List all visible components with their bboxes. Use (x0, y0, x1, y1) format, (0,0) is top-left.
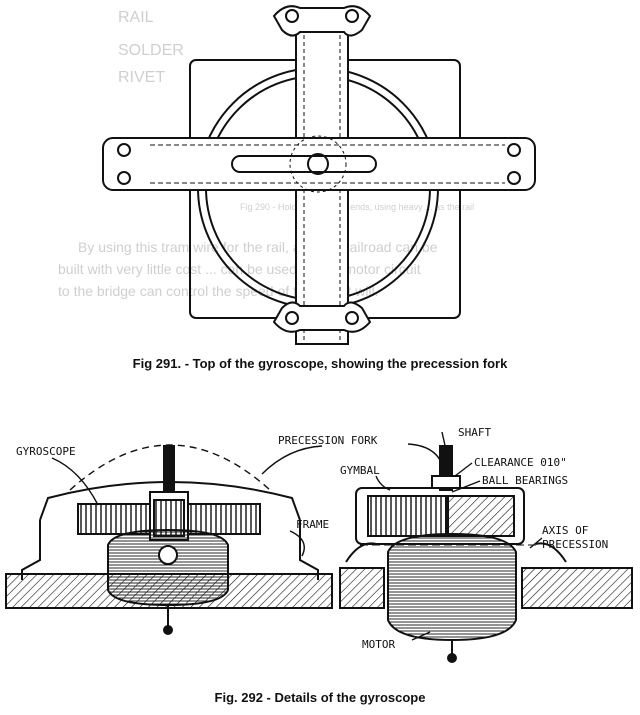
label-axis-of: AXIS OF (542, 524, 588, 537)
gymbal-flywheel (367, 495, 447, 537)
ghost-solder-label: SOLDER (118, 42, 184, 59)
ghost-caption: Fig 290 - Holding down the ends, using h… (240, 202, 474, 212)
label-precession-fork: PRECESSION FORK (278, 434, 378, 447)
precession-fork-bar (102, 137, 536, 191)
label-motor: MOTOR (362, 638, 395, 651)
base-rail (5, 573, 333, 609)
ghost-line-1: By using this tram wire for the rail, a … (78, 239, 438, 255)
screw-icon (345, 311, 359, 325)
screw-icon (345, 9, 359, 23)
label-gyroscope: GYROSCOPE (16, 445, 76, 458)
screw-icon (285, 311, 299, 325)
fig291-top-view (102, 5, 536, 345)
label-frame: FRAME (296, 518, 329, 531)
ghost-rivet-label: RIVET (118, 69, 165, 86)
label-gymbal: GYMBAL (340, 464, 380, 477)
fig291-caption: Fig 291. - Top of the gyroscope, showing… (132, 356, 508, 371)
leader-lines (51, 431, 543, 641)
motor-pin (158, 545, 178, 565)
screw-icon (507, 143, 521, 157)
screw-icon (117, 143, 131, 157)
label-precession: PRECESSION (542, 538, 608, 551)
screw-icon (117, 171, 131, 185)
label-shaft: SHAFT (458, 426, 491, 439)
pivot-pin (307, 153, 329, 175)
screw-icon (285, 9, 299, 23)
fig292-gymbal-section (339, 445, 633, 663)
figure-labels: GYROSCOPE PRECESSION FORK SHAFT GYMBAL C… (16, 426, 608, 651)
pivot-dashed-circle (289, 135, 347, 193)
motor-housing-right (387, 532, 517, 642)
fig292-caption: Fig. 292 - Details of the gyroscope (214, 690, 426, 705)
label-clearance: CLEARANCE 010" (474, 456, 567, 469)
bottom-clamp (272, 301, 372, 333)
base-rail-left (339, 567, 385, 609)
ghost-rail-label: RAIL (118, 9, 154, 26)
fig292-gyroscope-section (5, 444, 333, 635)
base-rail-right (521, 567, 633, 609)
label-ball-bearings: BALL BEARINGS (482, 474, 568, 487)
fork-slot (231, 155, 377, 173)
screw-icon (507, 171, 521, 185)
